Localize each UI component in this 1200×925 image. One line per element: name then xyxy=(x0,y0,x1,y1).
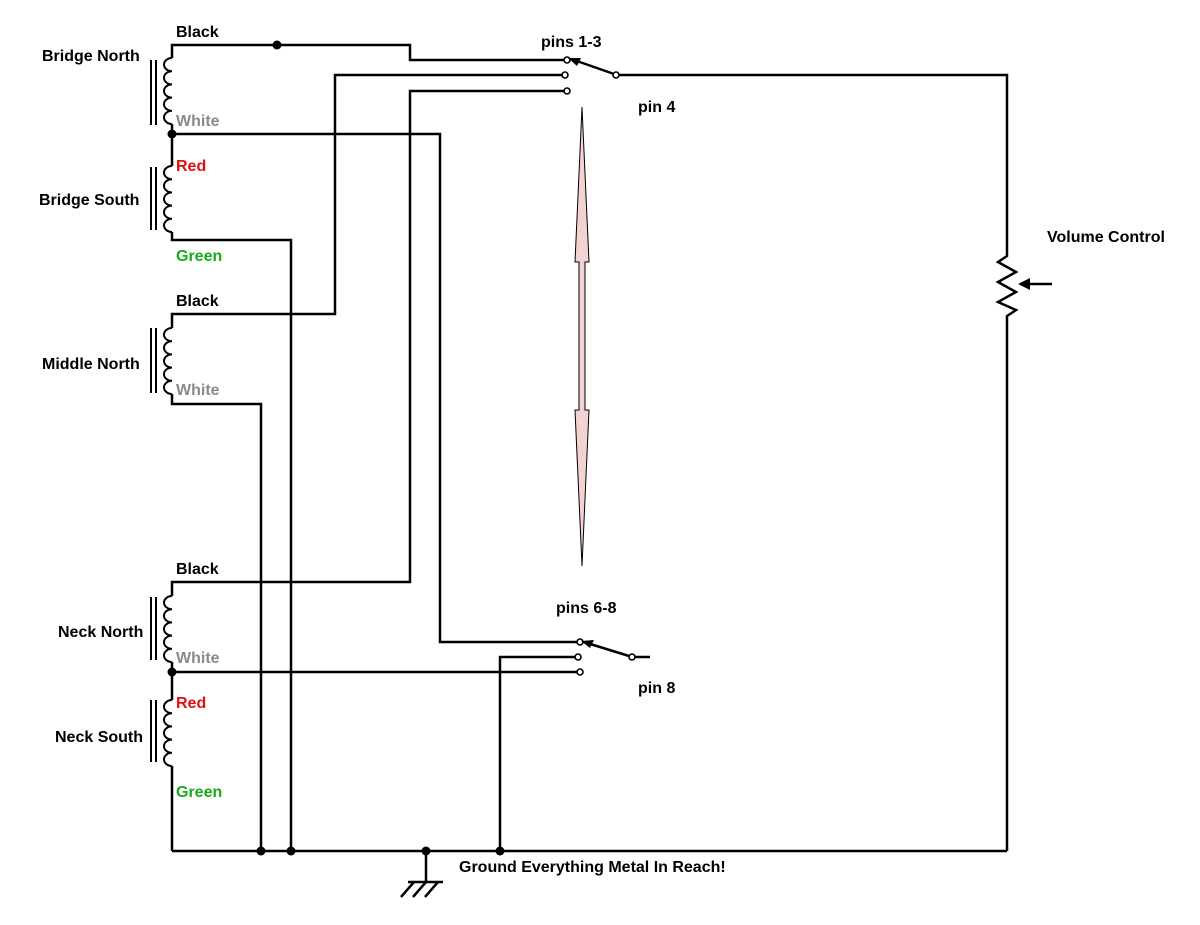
wire-label-bn-black: Black xyxy=(176,24,219,41)
wire-bridge-north-black xyxy=(170,43,567,62)
switch-linkage-arrow xyxy=(574,106,590,567)
label-ground-note: Ground Everything Metal In Reach! xyxy=(459,859,726,876)
label-pin-4: pin 4 xyxy=(638,99,675,116)
wire-bn-white-to-pin6 xyxy=(172,132,580,644)
junction-dots xyxy=(167,40,505,856)
wire-label-ns-green: Green xyxy=(176,784,222,801)
pickup-middle-north xyxy=(150,327,173,395)
label-neck-north: Neck North xyxy=(58,624,143,641)
wire-label-nn-black: Black xyxy=(176,561,219,578)
label-middle-north: Middle North xyxy=(42,356,140,373)
wire-label-mn-black: Black xyxy=(176,293,219,310)
label-pins-1-3: pins 1-3 xyxy=(541,34,602,51)
label-pins-6-8: pins 6-8 xyxy=(556,600,617,617)
pickup-bridge-north xyxy=(150,57,173,125)
wire-label-nn-white: White xyxy=(176,650,220,667)
wire-label-bn-white: White xyxy=(176,113,220,130)
label-pin-8: pin 8 xyxy=(638,680,675,697)
wire-middle-north-black xyxy=(170,73,565,328)
wire-label-bs-green: Green xyxy=(176,248,222,265)
wire-label-ns-red: Red xyxy=(176,695,206,712)
switch-lower xyxy=(574,638,650,676)
pickup-neck-south xyxy=(150,699,173,767)
pickup-bridge-south xyxy=(150,165,173,233)
label-bridge-south: Bridge South xyxy=(39,192,139,209)
wire-neck-north-black xyxy=(170,89,567,596)
volume-control-pot xyxy=(995,240,1052,326)
pickup-neck-north xyxy=(150,595,173,663)
wire-label-mn-white: White xyxy=(176,382,220,399)
wires xyxy=(170,43,1009,882)
switch-upper xyxy=(561,56,620,95)
label-bridge-north: Bridge North xyxy=(42,48,140,65)
label-volume-control: Volume Control xyxy=(1047,229,1165,246)
label-neck-south: Neck South xyxy=(55,729,143,746)
wire-bridge-south-green xyxy=(170,232,293,851)
wire-middle-north-white xyxy=(170,394,263,851)
wire-label-bs-red: Red xyxy=(176,158,206,175)
ground-symbol xyxy=(400,880,443,898)
wire-pin7-ground xyxy=(498,655,578,851)
wire-pin4-volume xyxy=(616,73,1009,240)
